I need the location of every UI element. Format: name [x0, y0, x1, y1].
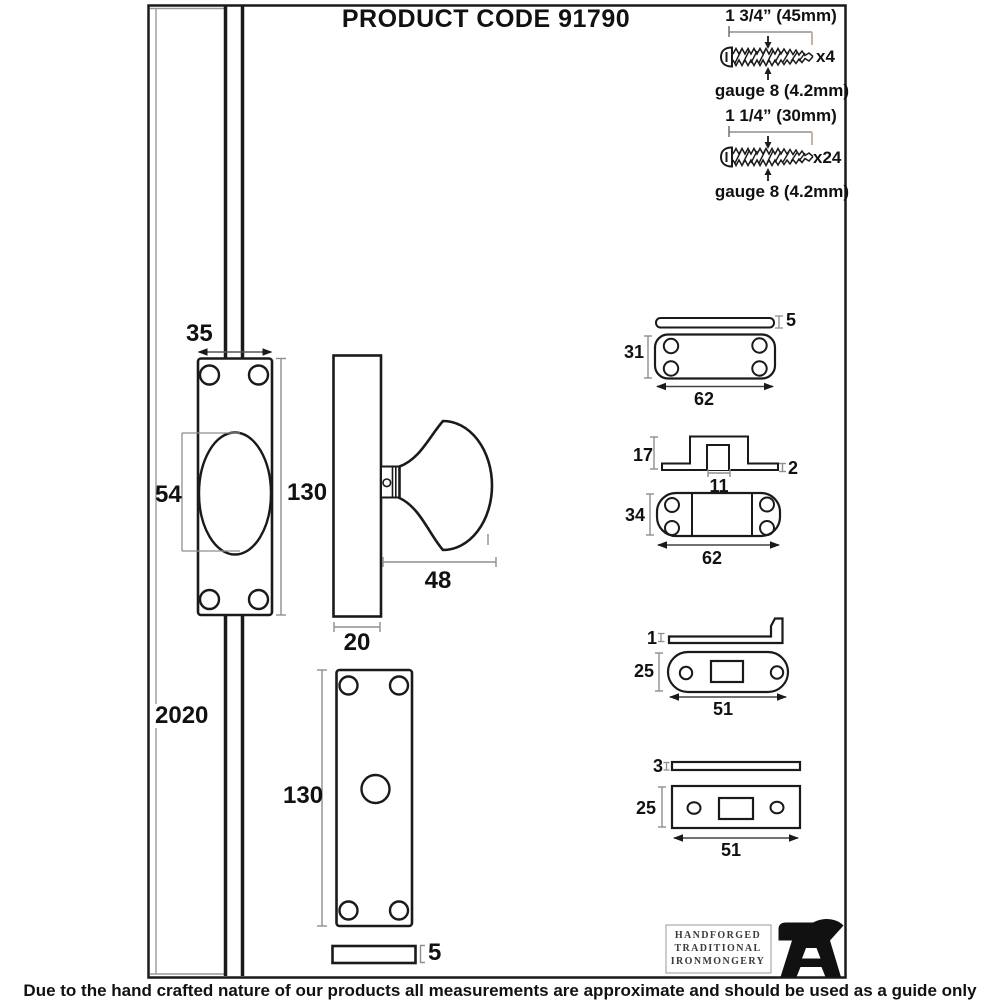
- screw2-length-label: 1 1/4” (30mm): [725, 106, 837, 125]
- logo-line-1: HANDFORGED: [674, 930, 762, 941]
- screw-icon: [719, 46, 814, 68]
- height-130-dimension: [276, 357, 286, 616]
- sheet-title: PRODUCT CODE 91790: [341, 5, 631, 33]
- dim-flat-3: 3: [653, 756, 664, 776]
- rod-length-dimension: [150, 7, 224, 975]
- screw1-length-label: 1 3/4” (45mm): [725, 6, 837, 25]
- dim-plate-depth-20: 20: [343, 629, 371, 656]
- logo-line-3: IRONMONGERY: [670, 956, 766, 967]
- cover-plate: [335, 668, 414, 928]
- bolt-rod: [223, 6, 245, 976]
- side-view-plate: [332, 354, 494, 618]
- screw2-qty-label: x24: [813, 148, 842, 167]
- dim-angle-51: 51: [712, 699, 734, 719]
- dim-cover-height-130: 130: [283, 782, 324, 809]
- dim-rod-length-2020: 2020: [153, 702, 211, 729]
- cover-5-bracket: [419, 944, 425, 964]
- dim-oval-height-54: 54: [155, 481, 182, 508]
- width-35-dimension: [197, 348, 273, 356]
- dim-cover-thickness-5: 5: [428, 939, 442, 966]
- logo-text-box: [665, 924, 772, 974]
- dim-guide-2: 2: [788, 458, 799, 478]
- cover-130-dimension: [317, 669, 327, 927]
- keep-plate: [644, 315, 783, 391]
- dim-knob-depth-48: 48: [424, 567, 452, 594]
- dim-guide-62: 62: [701, 548, 723, 568]
- screw1-qty-label: x4: [816, 47, 835, 66]
- dim-keep-cover-5: 5: [786, 310, 797, 330]
- knob-48-dimension: [382, 534, 497, 567]
- screw2-dimension: [728, 126, 813, 181]
- dim-flat-51: 51: [720, 840, 742, 860]
- dim-guide-17: 17: [633, 445, 654, 465]
- dim-keep-31: 31: [624, 342, 645, 362]
- dim-guide-11: 11: [709, 476, 729, 496]
- cover-plate-edge-view: [331, 944, 417, 965]
- flat-keep: [658, 760, 802, 842]
- dim-angle-1: 1: [647, 628, 658, 648]
- screw1-gauge-label: gauge 8 (4.2mm): [714, 81, 850, 100]
- dim-plate-height-130: 130: [287, 479, 328, 506]
- dim-keep-62: 62: [693, 389, 715, 409]
- depth-20-dimension: [333, 622, 381, 632]
- set-screw: [382, 478, 392, 488]
- front-plate: [196, 357, 274, 617]
- turn-knob: [398, 419, 494, 552]
- screw2-gauge-label: gauge 8 (4.2mm): [714, 182, 850, 201]
- anvil-logo-icon: [778, 918, 844, 977]
- guide-bracket: [646, 435, 786, 549]
- dim-flat-25: 25: [636, 798, 657, 818]
- angle-keep: [655, 617, 790, 701]
- disclaimer-text: Due to the hand crafted nature of our pr…: [23, 981, 977, 1000]
- dim-plate-width-35: 35: [186, 320, 213, 347]
- logo-line-2: TRADITIONAL: [674, 943, 762, 954]
- spindle-hole: [360, 773, 391, 805]
- screw1-dimension: [728, 26, 813, 80]
- dim-angle-25: 25: [634, 661, 655, 681]
- oval-54-dimension: [181, 432, 240, 552]
- dim-guide-34: 34: [625, 505, 646, 525]
